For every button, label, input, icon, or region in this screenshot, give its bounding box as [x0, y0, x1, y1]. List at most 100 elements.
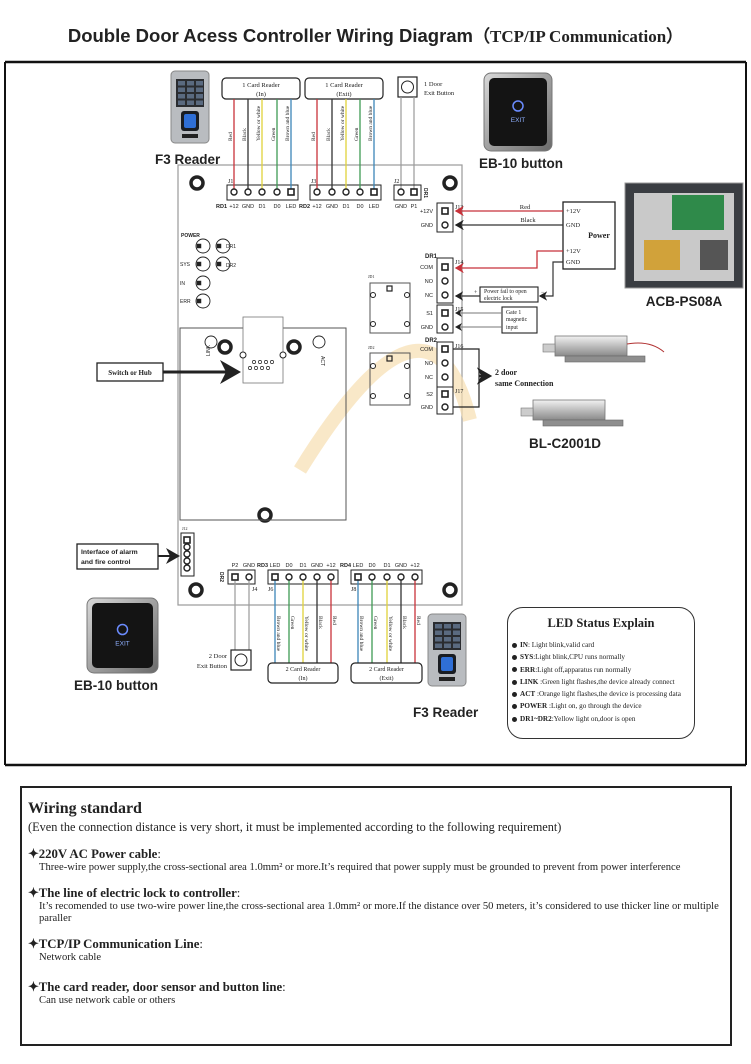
keypad-key	[187, 94, 194, 99]
keypad-key	[187, 81, 194, 86]
power-fail-label: Power fail to open	[484, 288, 527, 295]
gate-label: magnetic	[506, 317, 528, 323]
keypad-key	[435, 643, 442, 648]
card-reader-label: 2 Card Reader	[286, 667, 321, 673]
led-status-text: : Light blink,valid card	[528, 641, 595, 649]
led-label-act: ACT	[319, 356, 325, 366]
terminal-pin-label: GND	[243, 563, 255, 569]
lock-1-wire	[626, 342, 665, 353]
terminal-pin	[313, 188, 321, 196]
wire-label: Red	[415, 616, 421, 625]
pin-square	[441, 207, 449, 215]
pin-round	[441, 403, 449, 411]
wire-label: Black	[242, 128, 248, 141]
terminal-block-j13	[436, 202, 454, 233]
pin-square	[441, 263, 449, 271]
card-reader-box	[304, 77, 384, 100]
wire-label-black: Black	[520, 217, 536, 224]
led-act	[312, 335, 326, 349]
colon: :	[282, 980, 286, 994]
relay-pin	[404, 363, 410, 369]
eb10-button-top-face	[489, 78, 547, 146]
exit-logo: EXIT	[511, 117, 525, 124]
rj45-contact	[254, 366, 258, 370]
lock-1-bolt	[542, 343, 556, 353]
power-fail-box	[479, 286, 539, 303]
led-status-key: ERR	[520, 665, 536, 674]
pin-round	[368, 573, 376, 581]
led-status-text: :Light on, go through the device	[547, 702, 642, 711]
wire-label: Brown and blue	[358, 616, 364, 652]
terminal-name-rd3: RD3	[257, 563, 268, 569]
connector-label: J8	[351, 587, 356, 593]
f3-reader-bottom-label: F3 Reader	[413, 705, 479, 720]
led-status-key: LINK	[520, 677, 539, 686]
exit-button-1-label: 1 Door	[424, 81, 443, 88]
keypad-key	[187, 87, 194, 92]
terminal-group-dr1: DR1	[425, 254, 438, 260]
terminal-block-j17	[436, 386, 454, 415]
wiring-section: ✦The card reader, door sensor and button…	[28, 980, 730, 1007]
card-reader-sublabel: (Exit)	[380, 675, 394, 682]
keypad-key	[453, 637, 460, 642]
relay-label-jd2: JD2	[368, 345, 374, 350]
exit-button-1-sublabel: Exit Button	[424, 90, 455, 97]
led-link	[204, 335, 218, 349]
polarity-minus: −	[541, 290, 545, 296]
terminal-pin-label: D0	[273, 204, 280, 210]
connector-label: J13	[455, 205, 463, 211]
lock-1-body	[554, 335, 628, 357]
led-anode	[216, 261, 222, 267]
terminal-pin-label: P2	[232, 563, 239, 569]
led-dr1	[215, 238, 231, 254]
terminal-pin-label: GND	[421, 405, 433, 411]
led-status-text: :Light off,apparatus run normally	[535, 665, 632, 674]
two-door-sublabel: same Connection	[495, 379, 554, 388]
pin-round	[441, 277, 449, 285]
terminal-pin-label: LED	[270, 563, 281, 569]
card-reader-box	[221, 77, 301, 100]
rj45-contact	[252, 360, 256, 364]
relay-pin	[370, 292, 376, 298]
wiring-section: ✦The line of electric lock to controller…	[28, 886, 730, 925]
wire-label: Black	[401, 616, 407, 629]
wire-black-lock	[538, 261, 563, 301]
exit-logo: EXIT	[115, 641, 129, 648]
terminal-pin-label: +12V	[420, 209, 433, 215]
terminal-pin-label: GND	[395, 563, 407, 569]
power-pin-label: +12V	[566, 208, 581, 215]
power-pin-label: GND	[566, 222, 580, 229]
terminal-block-j2	[393, 184, 422, 201]
rj45-port	[242, 316, 284, 384]
wiring-subtitle: (Even the connection distance is very sh…	[28, 820, 562, 834]
wire-label: Brown and blue	[285, 105, 291, 141]
acb-battery	[700, 240, 728, 270]
power-pin-label: +12V	[566, 248, 581, 255]
led-label-dr1: DR1	[226, 244, 236, 250]
pin-square	[354, 573, 362, 581]
keypad-key	[187, 100, 194, 105]
terminal-name-rd1: RD1	[216, 204, 227, 210]
colon: :	[157, 847, 161, 861]
wire-label: Red	[228, 132, 234, 141]
terminal-pin-label: NO	[425, 279, 434, 285]
led-status-key: IN	[520, 641, 528, 649]
two-door-label: 2 door	[495, 368, 517, 377]
polarity-plus: +	[474, 290, 478, 296]
wire-label: Red	[331, 616, 337, 625]
terminal-pin-label: NO	[425, 361, 434, 367]
keypad-key	[178, 87, 185, 92]
colon: :	[199, 937, 203, 951]
relay-pin	[370, 393, 376, 399]
rj45-pin	[239, 351, 247, 359]
keypad-key	[435, 624, 442, 629]
led-status-key: DR1~DR2	[520, 714, 552, 723]
keypad-key	[196, 94, 203, 99]
led-status-item: IN: Light blink,valid card	[508, 639, 694, 651]
terminal-pin-label: GND	[242, 204, 254, 210]
terminal-pin-label: D0	[368, 563, 375, 569]
terminal-pin-label: D1	[258, 204, 265, 210]
cross-bullet-icon: ✦	[28, 937, 39, 951]
wire-label: Green	[271, 127, 277, 141]
card-slot	[439, 677, 455, 681]
